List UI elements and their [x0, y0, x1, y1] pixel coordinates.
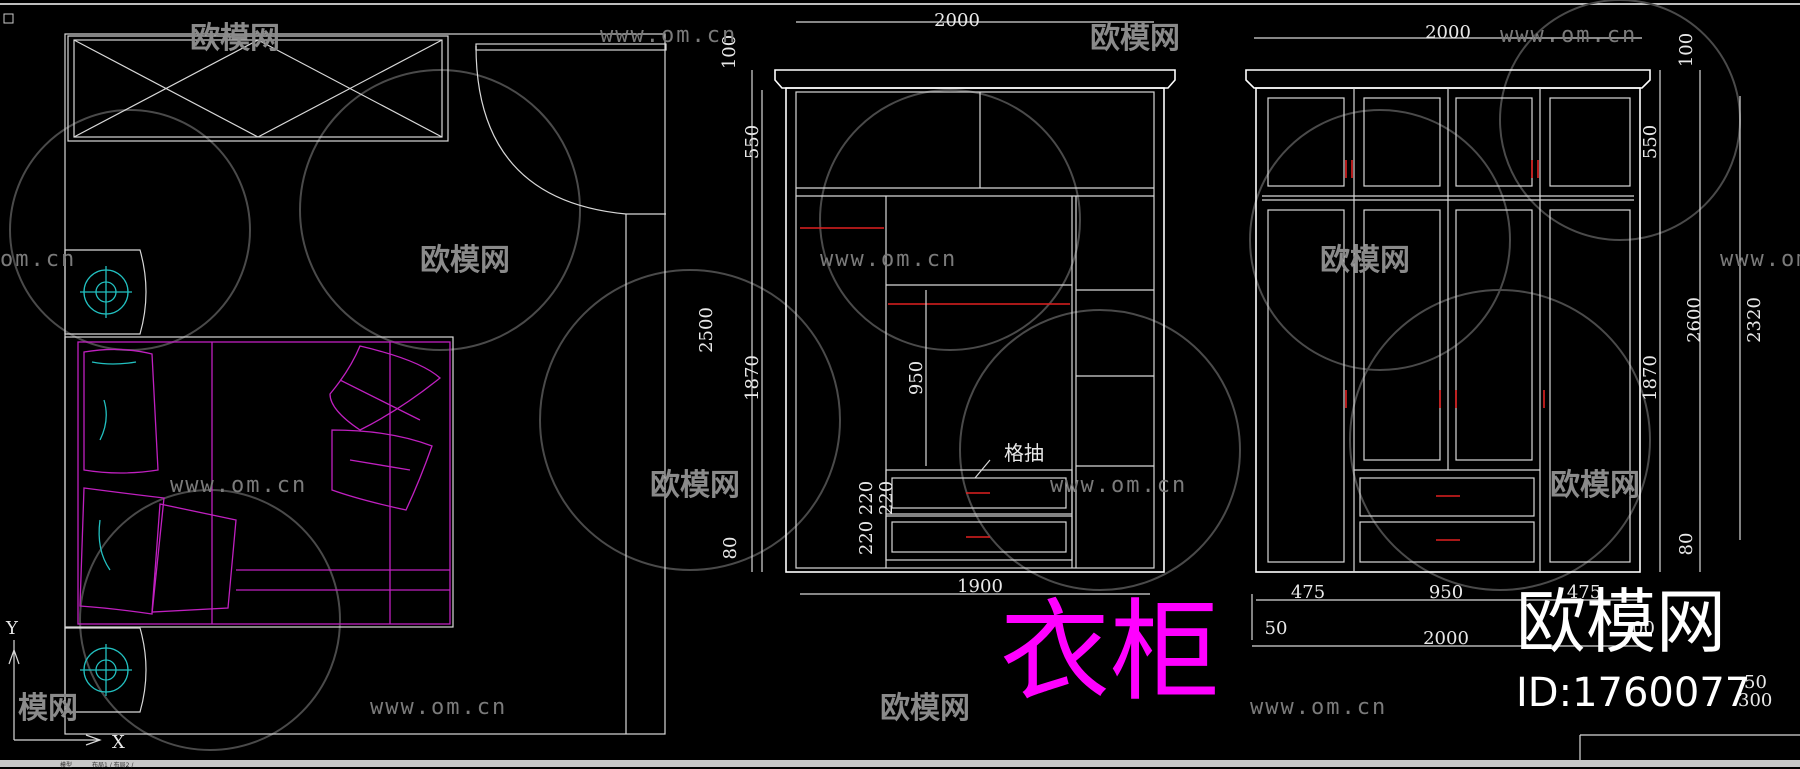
ucs-axes-icon: Y X	[5, 618, 125, 753]
front-dim-width-bottom: 2000	[1423, 628, 1469, 649]
watermark-brand-3: 欧模网	[420, 243, 510, 278]
dim-drawer-b: 220	[876, 481, 897, 515]
watermark-url-2: www.om.cn	[1500, 23, 1637, 48]
front-dim-partial-a: 00	[1632, 618, 1655, 639]
watermark-url-3: www.om.cn	[820, 247, 957, 272]
dim-total: 2500	[696, 307, 717, 353]
watermark-url-6: www.om.cn	[1050, 473, 1187, 498]
tab-model[interactable]: 模型	[60, 762, 73, 769]
front-dim-middle-door: 950	[1429, 582, 1463, 603]
layout-tab-bar[interactable]: 模型 布局1 / 布局2 /	[0, 760, 1800, 769]
door-swing-arc	[475, 45, 627, 215]
brand-id-text: ID:1760077	[1516, 670, 1750, 716]
dim-hang-height: 950	[906, 361, 927, 395]
watermark-brand-1: 欧模网	[190, 21, 280, 56]
viewport-corner-box	[3, 13, 14, 24]
pillow-4	[329, 345, 442, 431]
tab-layouts[interactable]: 布局1 / 布局2 /	[92, 762, 134, 769]
dim-lower: 1870	[742, 355, 763, 401]
watermark-rings	[9, 0, 1741, 751]
drawer-note: 格抽	[1004, 441, 1044, 465]
front-dim-lower: 1870	[1640, 355, 1661, 401]
watermark-brand-7: 欧模网	[880, 691, 970, 726]
watermark-brand-partial: 模网	[18, 691, 78, 726]
pillow-5	[331, 429, 433, 511]
nightstand-top	[64, 249, 147, 335]
dim-upper: 550	[742, 125, 763, 159]
drawing-title: 衣柜	[1000, 588, 1220, 716]
dim-base: 80	[720, 537, 741, 560]
dim-drawer-a: 220	[856, 481, 877, 515]
front-dim-room-height: 2320	[1744, 297, 1765, 343]
front-dim-left-door: 475	[1291, 582, 1325, 603]
front-dim-top-height: 100	[1676, 33, 1697, 67]
dim-inner-width: 1900	[957, 576, 1003, 597]
watermark-url-4: www.om.cn	[1720, 247, 1800, 272]
dim-drawer-c: 220	[856, 521, 877, 555]
front-dim-width-top: 2000	[1425, 22, 1471, 43]
pillow-2	[79, 487, 165, 615]
bed-plan	[64, 336, 454, 628]
watermark-url-8: www.om.cn	[1250, 695, 1387, 720]
interior-elevation	[751, 21, 1176, 595]
front-dim-right-door: 475	[1567, 582, 1601, 603]
front-dim-partial-c: 300	[1738, 690, 1772, 711]
front-dim-total: 2600	[1684, 297, 1705, 343]
dim-top-height: 100	[719, 35, 740, 69]
watermark-brand-5: 欧模网	[650, 468, 740, 503]
watermark-url-7: www.om.cn	[370, 695, 507, 720]
front-dim-partial-b: 50	[1744, 672, 1767, 693]
front-elevation	[1245, 37, 1800, 767]
watermark-brand-2: 欧模网	[1090, 21, 1180, 56]
pillow-1	[83, 348, 159, 474]
front-dim-base: 80	[1676, 533, 1697, 556]
front-dim-offset: 50	[1265, 618, 1288, 639]
nightstand-bottom	[64, 627, 147, 713]
front-dim-upper: 550	[1640, 125, 1661, 159]
axis-y-label: Y	[5, 618, 19, 639]
watermark-url-1: www.om.cn	[600, 23, 737, 48]
floor-plan	[64, 33, 667, 735]
watermark-url-5: www.om.cn	[170, 473, 307, 498]
pillow-3	[151, 503, 237, 613]
watermark-brand-6: 欧模网	[1550, 468, 1640, 503]
watermark-url-partial: om.cn	[0, 247, 76, 272]
brand-logo-text: 欧模网	[1516, 581, 1726, 663]
dim-width-top: 2000	[934, 10, 980, 31]
axis-x-label: X	[112, 732, 125, 753]
watermark-text: 欧模网 欧模网 欧模网 欧模网 欧模网 欧模网 欧模网 模网 www.om.cn…	[0, 21, 1800, 726]
wardrobe-plan	[67, 35, 449, 142]
watermark-brand-4: 欧模网	[1320, 243, 1410, 278]
